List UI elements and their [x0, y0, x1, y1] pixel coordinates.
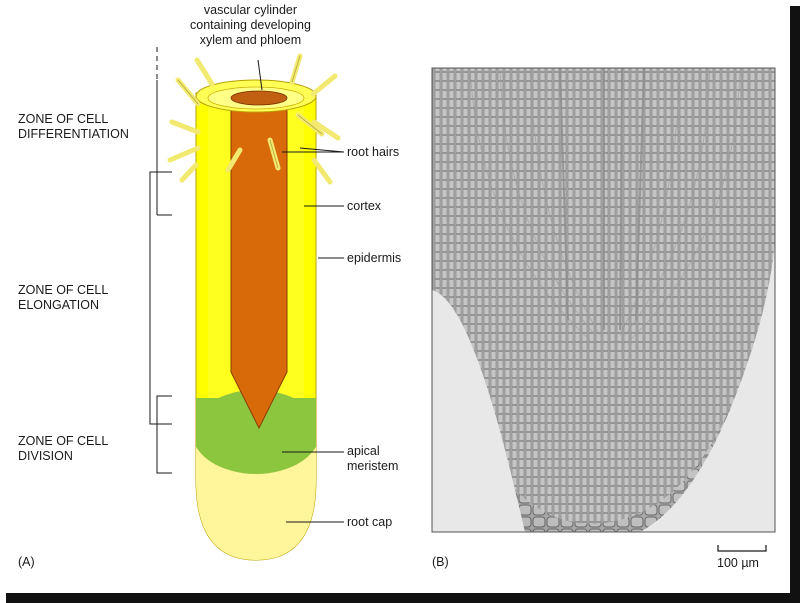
micrograph-outside-left	[432, 290, 525, 532]
panel-a-label: (A)	[18, 555, 35, 569]
zone-brackets	[149, 47, 172, 474]
vascular-cylinder	[230, 96, 288, 430]
label-root-hairs: root hairs	[347, 145, 400, 159]
frame-shadow-bottom	[6, 593, 800, 603]
zone-elongation-label: ZONE OF CELL ELONGATION	[18, 283, 109, 312]
zone-differentiation-label: ZONE OF CELL DIFFERENTIATION	[18, 112, 129, 141]
scale-bar-label: 100 µm	[717, 556, 759, 570]
scale-bar	[717, 545, 767, 552]
label-vascular-cylinder: vascular cylinder containing developing …	[190, 3, 311, 47]
leader-lines	[257, 59, 345, 523]
frame-shadow-right	[790, 6, 800, 603]
root-diagram	[149, 47, 776, 561]
label-apical-meristem: apical meristem	[347, 444, 399, 473]
zone-division-label: ZONE OF CELL DIVISION	[18, 434, 109, 463]
root-illustration	[149, 47, 345, 561]
label-cortex: cortex	[347, 199, 382, 213]
micrograph-outside-right	[640, 240, 775, 532]
label-epidermis: epidermis	[347, 251, 402, 265]
panel-b-label: (B)	[432, 555, 449, 569]
label-root-cap: root cap	[347, 515, 393, 529]
root-micrograph	[431, 67, 776, 552]
vascular-top-face	[230, 90, 288, 106]
